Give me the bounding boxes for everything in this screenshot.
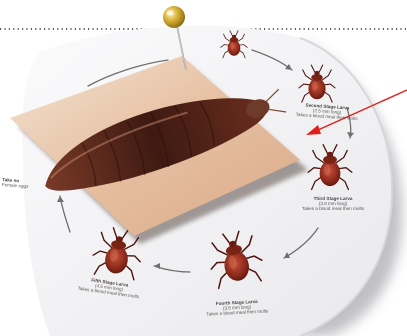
- stage-label-third: Third Stage Larva (3.0 mm long) Takes a …: [302, 196, 364, 212]
- stage-label-eggs: Take no Female eggs: [2, 177, 29, 189]
- stage-note: Takes a blood meal then molts: [302, 206, 364, 211]
- stage-label-fourth: Fourth Stage Larva (3.5 mm long) Takes a…: [206, 298, 269, 317]
